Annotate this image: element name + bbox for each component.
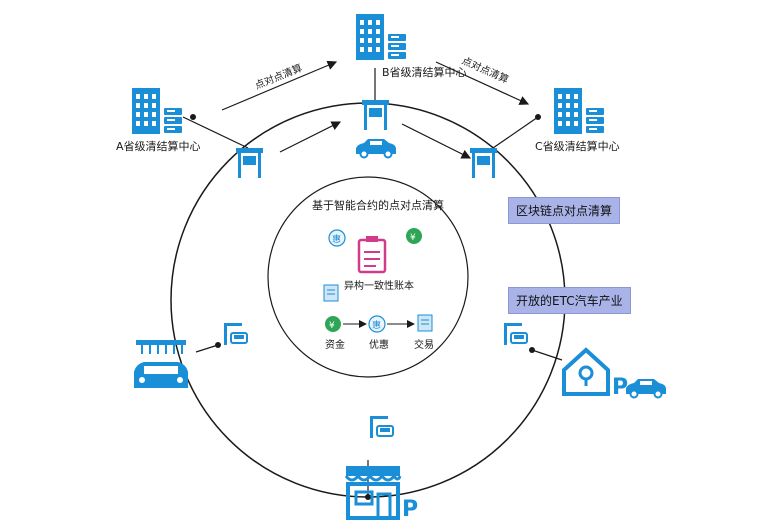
parking-letter-house: P [612, 375, 628, 400]
parking-letter-shop: P [402, 497, 418, 522]
label-a-center: A省级清结算中心 [116, 140, 201, 153]
arrow-gantry-right [401, 123, 472, 159]
car-wash-icon [134, 340, 188, 388]
parking-sign-icon-right [503, 322, 528, 346]
house-icon: P [562, 347, 667, 400]
label-c-center: C省级清结算中心 [535, 140, 620, 153]
coin-icon-money-top: ¥ [406, 228, 422, 244]
arrow-b-to-c [435, 61, 530, 105]
connector-c [492, 116, 539, 149]
coin-icon-fund: ¥ [325, 316, 341, 332]
connector-house [531, 349, 563, 361]
document-icon-small-left [323, 284, 339, 302]
flow-label-discount: 优惠 [369, 340, 389, 351]
node-dot-c [535, 114, 541, 120]
document-icon-trade [417, 314, 433, 332]
badge-blockchain: 区块链点对点清算 [508, 197, 621, 224]
svg-text:¥: ¥ [329, 321, 335, 331]
car-icon [355, 138, 397, 159]
node-dot-a [190, 114, 196, 120]
outer-ring [170, 102, 566, 498]
connector-carwash [195, 344, 219, 353]
svg-text:惠: 惠 [332, 233, 341, 245]
gantry-text-left: ETC [244, 171, 254, 177]
gantry-text-top: ETC [369, 123, 379, 129]
ring-dot-right [529, 347, 535, 353]
coin-icon-discount: 惠 [368, 315, 386, 333]
ring-dot-left [215, 342, 221, 348]
svg-text:¥: ¥ [410, 233, 416, 243]
label-b-center: B省级清结算中心 [382, 66, 467, 79]
gantry-text-right: ETC [478, 171, 488, 177]
inner-ring [267, 176, 469, 378]
building-icon-a [132, 88, 182, 134]
parking-sign-icon-bottom [369, 415, 394, 439]
building-icon-c [554, 88, 604, 134]
coin-icon-discount-top: 惠 [328, 229, 346, 247]
document-icon [357, 236, 387, 274]
flow-label-fund: 资金 [325, 340, 345, 351]
badge-industry: 开放的ETC汽车产业 [508, 287, 631, 314]
arrow-gantry-left [279, 121, 342, 153]
ring-dot-bottom [365, 494, 371, 500]
svg-text:惠: 惠 [372, 319, 381, 331]
inner-title: 基于智能合约的点对点清算 [312, 199, 444, 212]
connector-a [182, 116, 249, 149]
flow-label-trade: 交易 [414, 340, 434, 351]
parking-sign-icon-left [223, 322, 248, 346]
shop-icon: P [344, 466, 418, 522]
ledger-label: 异构一致性账本 [344, 281, 414, 292]
building-icon-b [356, 14, 406, 60]
arrow-a-to-b [221, 60, 338, 111]
